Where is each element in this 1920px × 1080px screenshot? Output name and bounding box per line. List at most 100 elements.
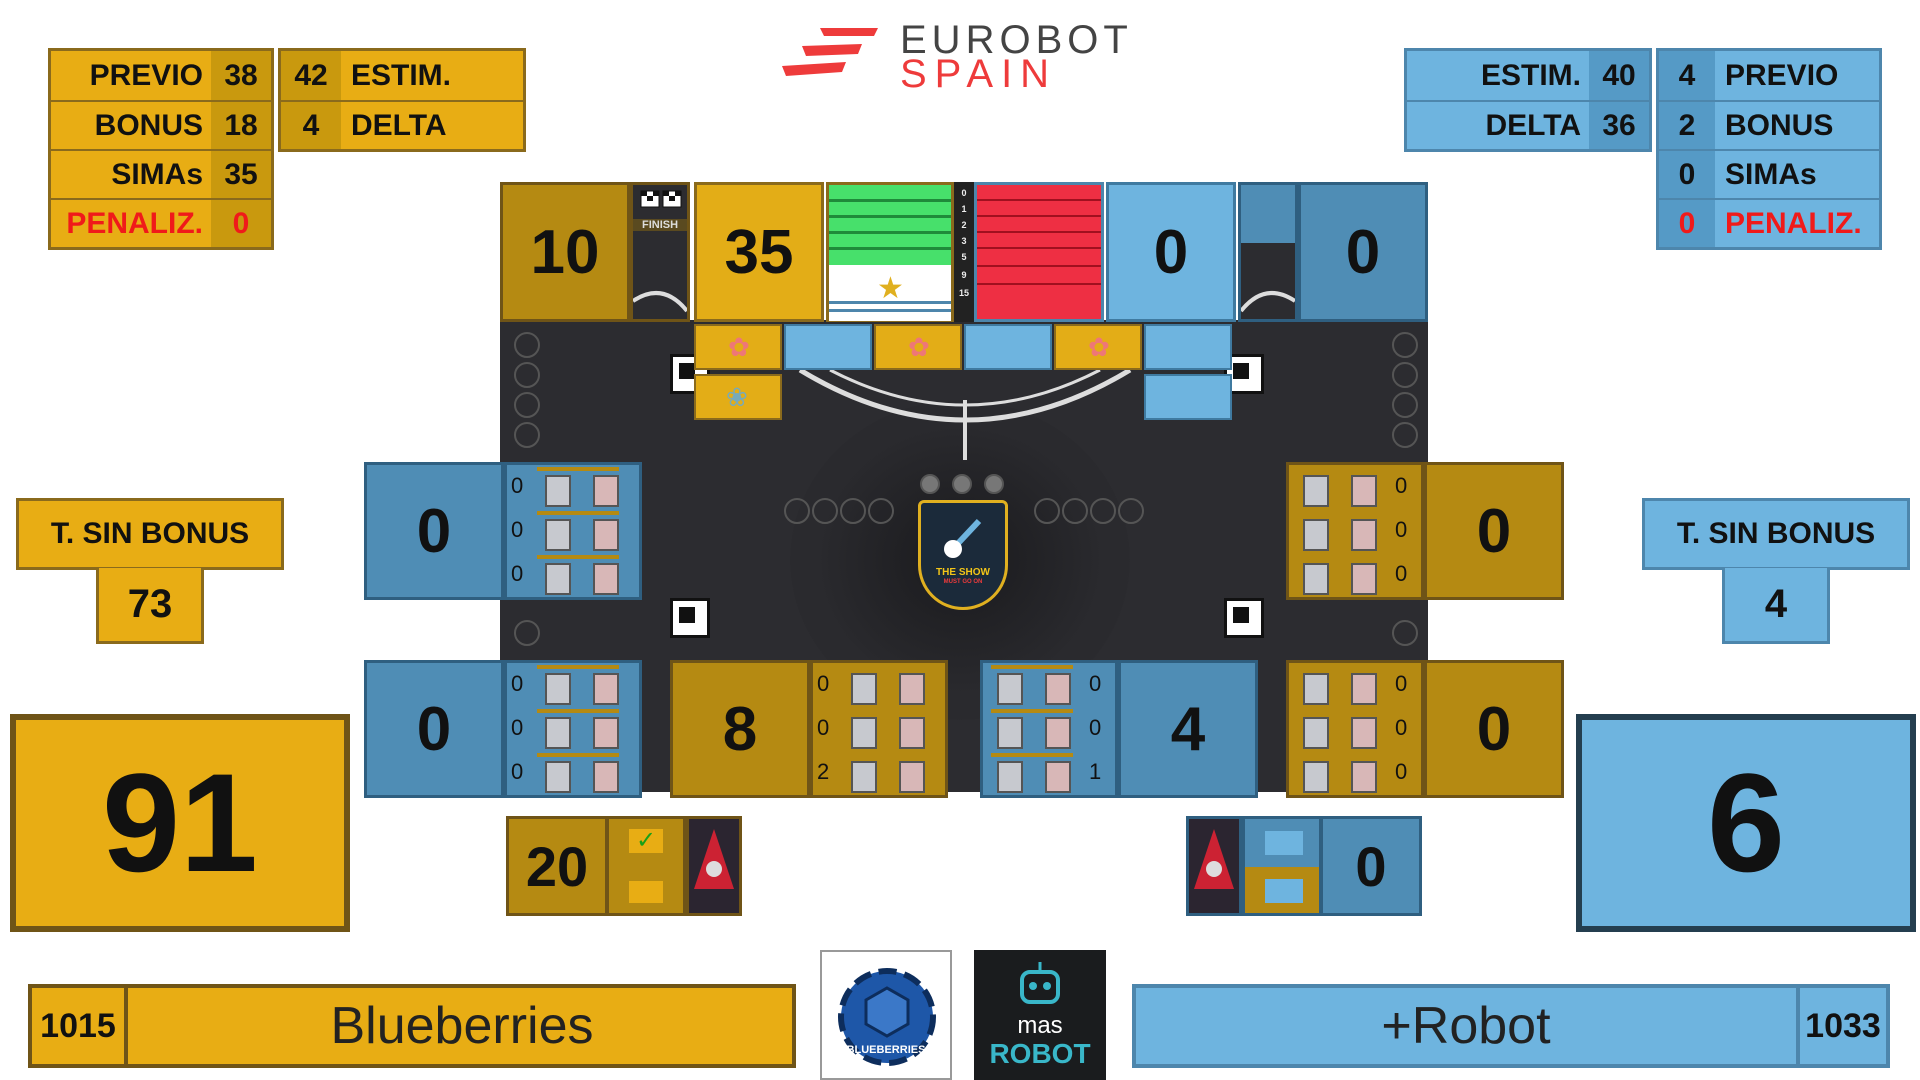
yellow-delta-value: 4	[281, 100, 341, 149]
yellow-team-number: 1015	[32, 988, 128, 1064]
yellow-check-column: ✓	[606, 816, 686, 916]
ladder-step: 5	[961, 252, 967, 262]
field-pin-icon	[784, 498, 810, 524]
ladder-step: 9	[961, 270, 967, 280]
shelf-count: 0	[1395, 715, 1408, 740]
plant-tile: ❀	[694, 374, 782, 420]
field-pin-icon	[1392, 332, 1418, 358]
aruco-marker-icon	[1224, 598, 1264, 638]
shelf-count: 0	[817, 715, 830, 740]
blue-team-name: +Robot	[1381, 997, 1551, 1055]
yellow-estim-value: 42	[294, 58, 328, 92]
blue-shelves-mid-left: 0 0 0	[504, 462, 642, 600]
ladder-step: 2	[961, 220, 967, 230]
ladder-step: 15	[958, 288, 969, 298]
masrobot-logo: mas ROBOT	[974, 950, 1106, 1080]
blue-pot-tile	[964, 324, 1052, 370]
yellow-flag-score: 35	[694, 182, 824, 322]
poster-icon	[1194, 829, 1234, 889]
track-curve-icon	[1241, 291, 1295, 313]
plant-tile: ✿	[874, 324, 962, 370]
shelf-count: 0	[817, 671, 830, 696]
shelf-count: 0	[1395, 671, 1408, 696]
checkered-flag-icon	[640, 190, 682, 208]
blue-simas-label: SIMAs	[1715, 149, 1879, 198]
blue-bonus-label: BONUS	[1715, 100, 1879, 149]
field-pin-icon	[1034, 498, 1060, 524]
ladder-step: 0	[961, 188, 967, 198]
blue-zone-bottom-mid-score: 4	[1118, 660, 1258, 798]
field-pin-icon	[514, 362, 540, 388]
show-logo-line1: THE SHOW	[936, 567, 990, 578]
shelf-count: 0	[1089, 671, 1102, 696]
shelf-count: 0	[511, 715, 524, 740]
logo-bottom-text: SPAIN	[900, 52, 1058, 96]
shelf-count: 0	[511, 561, 524, 586]
flower-icon: ❀	[726, 382, 748, 412]
blue-shelves-bottom-left: 0 0 0	[504, 660, 642, 798]
field-pin-icon	[514, 332, 540, 358]
blue-sin-bonus-label: T. SIN BONUS	[1642, 498, 1910, 570]
guitar-icon	[944, 518, 982, 558]
blue-pit-score: 0	[1320, 816, 1422, 916]
show-logo-line2: MUST GO ON	[943, 579, 983, 585]
gear-icon	[838, 968, 936, 1066]
yellow-finish-score: 10	[500, 182, 630, 322]
shelf-count: 0	[1089, 715, 1102, 740]
shelf-count: 1	[1089, 759, 1102, 784]
yellow-delta-label: DELTA	[341, 100, 523, 149]
yellow-penaliz-value: 0	[211, 198, 271, 247]
sponsor-icon	[920, 474, 940, 494]
blueberries-logo-text: BLUEBERRIES	[846, 1044, 926, 1056]
blue-zone-mid-left-score: 0	[364, 462, 504, 600]
flag-green-zone: ★	[826, 182, 954, 322]
yellow-shelves-bottom-right: 0 0 0	[1286, 660, 1424, 798]
shelf-count: 0	[511, 759, 524, 784]
yellow-previo-value: 38	[224, 58, 258, 92]
blue-simas-value: 0	[1659, 149, 1715, 198]
plant-icon: ✿	[1088, 332, 1110, 362]
field-pin-icon	[1118, 498, 1144, 524]
yellow-total-score: 91	[10, 714, 350, 932]
yellow-zone-bottom-right-score: 0	[1424, 660, 1564, 798]
blue-estim-label: ESTIM.	[1480, 58, 1581, 92]
robot-icon	[1020, 962, 1060, 1004]
sponsor-icon	[984, 474, 1004, 494]
masrobot-logo-bottom: ROBOT	[989, 1038, 1091, 1069]
blue-finish-zone	[1238, 182, 1298, 322]
plant-tile: ✿	[1054, 324, 1142, 370]
yellow-sin-bonus-value: 73	[96, 568, 204, 644]
yellow-zone-mid-right-score: 0	[1424, 462, 1564, 600]
blue-team-number: 1033	[1796, 988, 1886, 1064]
field-pin-icon	[1392, 362, 1418, 388]
yellow-shelves-mid-right: 0 0 0	[1286, 462, 1424, 600]
shelf-count: 0	[511, 517, 524, 542]
yellow-penaliz-label: PENALIZ.	[51, 198, 211, 247]
field-pin-icon	[1392, 422, 1418, 448]
show-logo: THE SHOW MUST GO ON	[918, 500, 1008, 610]
yellow-sin-bonus-label: T. SIN BONUS	[16, 498, 284, 570]
blue-penaliz-value: 0	[1659, 198, 1715, 247]
field-pin-icon	[514, 620, 540, 646]
yellow-bonus-value: 18	[211, 100, 271, 149]
field-pin-icon	[1062, 498, 1088, 524]
shelf-count: 0	[1395, 759, 1408, 784]
yellow-estim-label: ESTIM.	[351, 58, 452, 92]
finish-label: FINISH	[633, 219, 687, 231]
yellow-pit-score: 20	[506, 816, 608, 916]
shelf-count: 0	[1395, 473, 1408, 498]
logo-top-text: EUROBOT	[900, 18, 1133, 62]
aruco-marker-icon	[670, 598, 710, 638]
blue-previo-value: 4	[1678, 58, 1696, 92]
yellow-finish-zone: FINISH	[630, 182, 690, 322]
blue-delta-value: 36	[1589, 100, 1649, 149]
blue-finish-score: 0	[1298, 182, 1428, 322]
yellow-simas-label: SIMAs	[51, 149, 211, 198]
masrobot-logo-top: mas	[1017, 1012, 1063, 1039]
track-curve-icon	[633, 291, 687, 313]
yellow-previo-label: PREVIO	[89, 58, 203, 92]
plant-icon: ✿	[908, 332, 930, 362]
blueberries-logo: BLUEBERRIES	[820, 950, 952, 1080]
eurobot-logo: EUROBOT SPAIN	[780, 18, 1160, 96]
field-pin-icon	[1392, 392, 1418, 418]
